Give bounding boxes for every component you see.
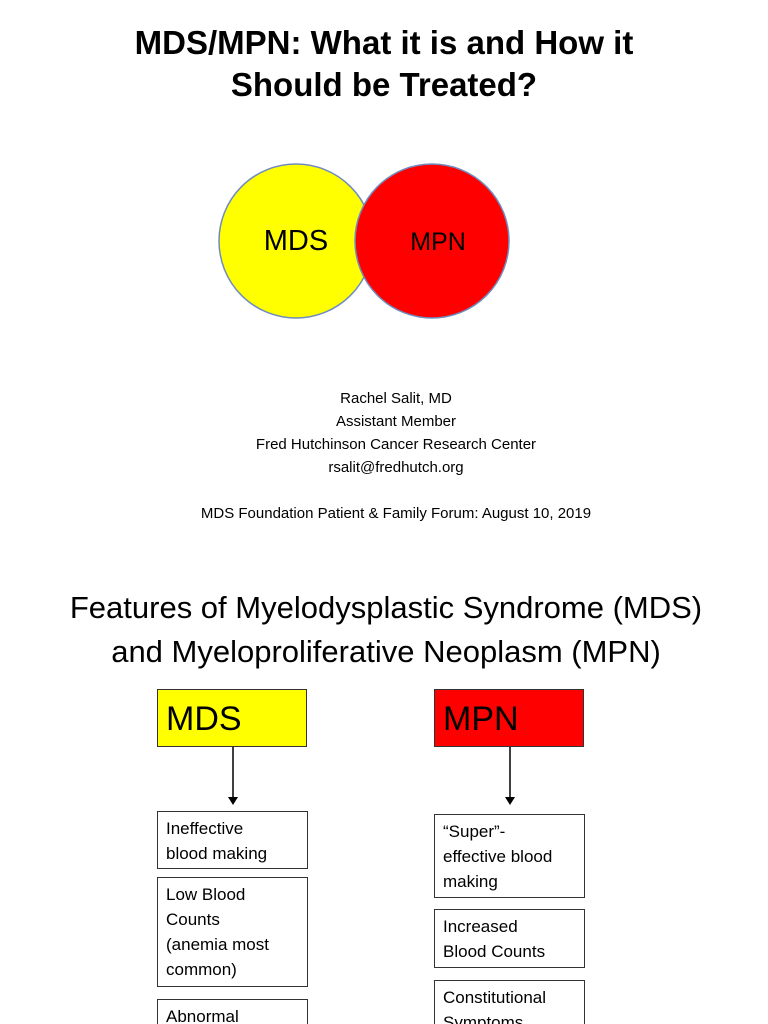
feature-line: blood making — [166, 844, 268, 863]
author-email: rsalit@fredhutch.org — [328, 459, 464, 476]
mds-feature-1: Ineffective blood making — [157, 811, 308, 869]
venn-diagram: MDS MPN — [218, 163, 510, 319]
mpn-feature-1: “Super”- effective blood making — [434, 814, 585, 898]
mpn-header-box: MPN — [434, 689, 584, 747]
feature-line: Blood Counts — [443, 942, 546, 961]
author-institution: Fred Hutchinson Cancer Research Center — [255, 436, 537, 453]
mds-feature-3: Abnormal — [157, 999, 308, 1024]
slide2-title-line2: and Myeloproliferative Neoplasm (MPN) — [111, 634, 661, 669]
feature-line: Constitutional — [443, 988, 547, 1007]
slide2-title-line1: Features of Myelodysplastic Syndrome (MD… — [69, 590, 703, 625]
venn-mds-label: MDS — [264, 225, 328, 257]
feature-line: effective blood — [443, 847, 553, 866]
feature-line: Increased — [443, 917, 518, 936]
feature-line: Counts — [166, 910, 220, 929]
feature-line: Low Blood — [166, 885, 246, 904]
slide1-title: MDS/MPN: What it is and How it Should be… — [0, 22, 768, 106]
venn-mpn-label: MPN — [410, 228, 466, 256]
author-block: Rachel Salit, MD Assistant Member Fred H… — [0, 387, 768, 479]
feature-line: Abnormal — [166, 1007, 239, 1024]
mds-feature-2: Low Blood Counts (anemia most common) — [157, 877, 308, 987]
mpn-feature-3: Constitutional Symptoms — [434, 980, 585, 1024]
mds-down-arrow — [228, 747, 238, 805]
author-role: Assistant Member — [335, 413, 457, 430]
slide1-title-line2: Should be Treated? — [230, 66, 538, 103]
feature-line: Symptoms — [443, 1013, 524, 1024]
feature-line: Ineffective — [166, 819, 244, 838]
mpn-circle — [354, 163, 510, 319]
mpn-feature-2: Increased Blood Counts — [434, 909, 585, 968]
mds-header-box: MDS — [157, 689, 307, 747]
author-name: Rachel Salit, MD — [340, 390, 452, 407]
forum-line: MDS Foundation Patient & Family Forum: A… — [200, 505, 592, 522]
feature-line: “Super”- — [443, 822, 506, 841]
feature-line: (anemia most — [166, 935, 269, 954]
slide1-title-line1: MDS/MPN: What it is and How it — [134, 24, 634, 61]
mpn-down-arrow — [505, 747, 515, 805]
feature-line: common) — [166, 960, 237, 979]
slide2-title: Features of Myelodysplastic Syndrome (MD… — [0, 586, 768, 674]
feature-line: making — [443, 872, 498, 891]
